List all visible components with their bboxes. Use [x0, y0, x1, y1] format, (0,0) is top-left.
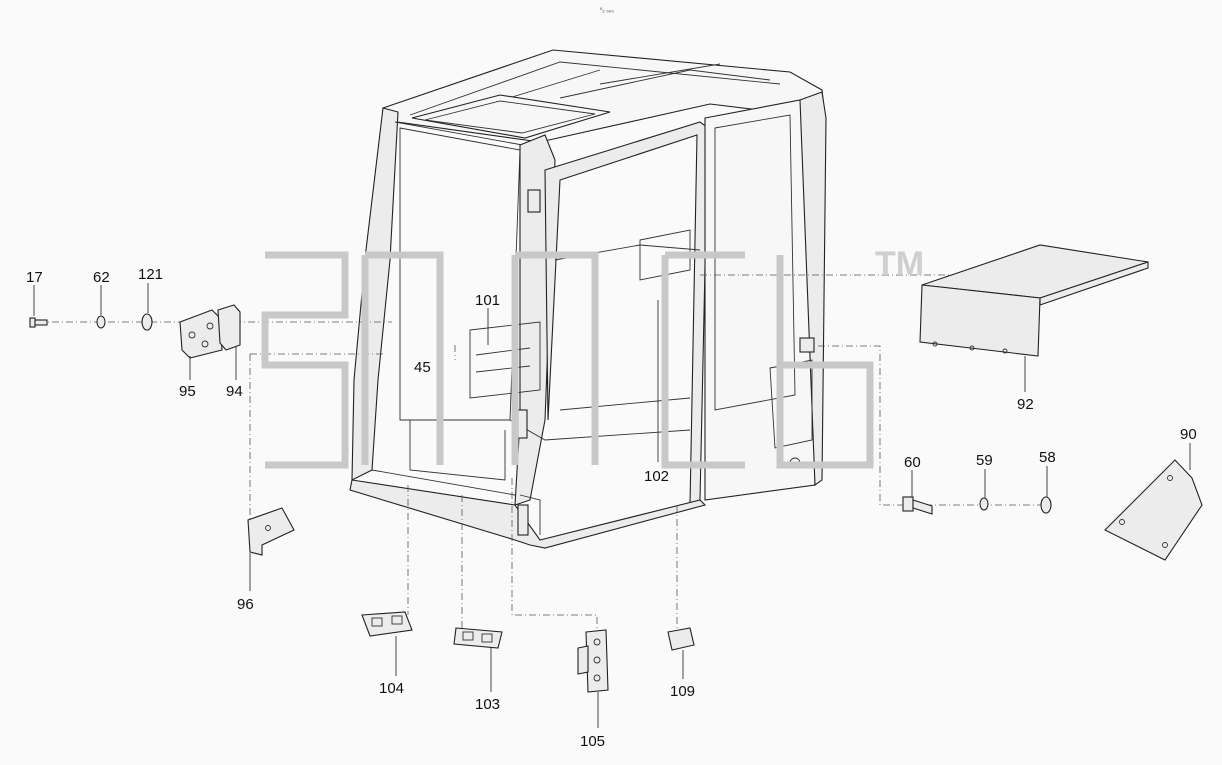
callout-95: 95: [179, 383, 196, 400]
part-104-hinge: [361, 611, 413, 637]
callout-94: 94: [226, 383, 243, 400]
callout-60: 60: [904, 454, 921, 471]
callout-109: 109: [670, 683, 695, 700]
part-103-hinge: [453, 627, 503, 649]
callout-62: 62: [93, 269, 110, 286]
part-92-cover: [919, 244, 1149, 357]
watermark-tm: TM: [875, 245, 924, 283]
part-62-washer: [96, 315, 106, 329]
callout-103: 103: [475, 696, 500, 713]
callout-90: 90: [1180, 426, 1197, 443]
part-90-plate: [1104, 459, 1203, 561]
callout-102: 102: [644, 468, 669, 485]
part-94-plate: [217, 304, 241, 351]
watermark: TM: [261, 245, 924, 469]
part-60-pin: [902, 496, 933, 515]
cab-frame: [349, 49, 827, 549]
top-mark: ⁰₂ ₀₀₀: [600, 7, 614, 14]
part-17-bolt: [29, 317, 48, 328]
part-96-bracket: [247, 507, 295, 556]
callout-45: 45: [414, 359, 431, 376]
callout-92: 92: [1017, 396, 1034, 413]
part-58-washer: [1040, 496, 1052, 514]
callout-labels: 17 62 121 95 94 101 45 102 96 104 103 10…: [26, 266, 1197, 750]
callout-104: 104: [379, 680, 404, 697]
label-ticks: [33, 283, 1191, 728]
callout-59: 59: [976, 452, 993, 469]
callout-58: 58: [1039, 449, 1056, 466]
callout-96: 96: [237, 596, 254, 613]
callout-121: 121: [138, 266, 163, 283]
part-95-bracket: [179, 309, 223, 359]
part-109-block: [667, 627, 695, 651]
leader-lines: [38, 274, 1045, 632]
part-59-washer: [979, 497, 989, 511]
callout-105: 105: [580, 733, 605, 750]
callout-101: 101: [475, 292, 500, 309]
part-121-washer: [141, 313, 153, 331]
callout-17: 17: [26, 269, 43, 286]
part-105-hinge: [577, 629, 609, 693]
